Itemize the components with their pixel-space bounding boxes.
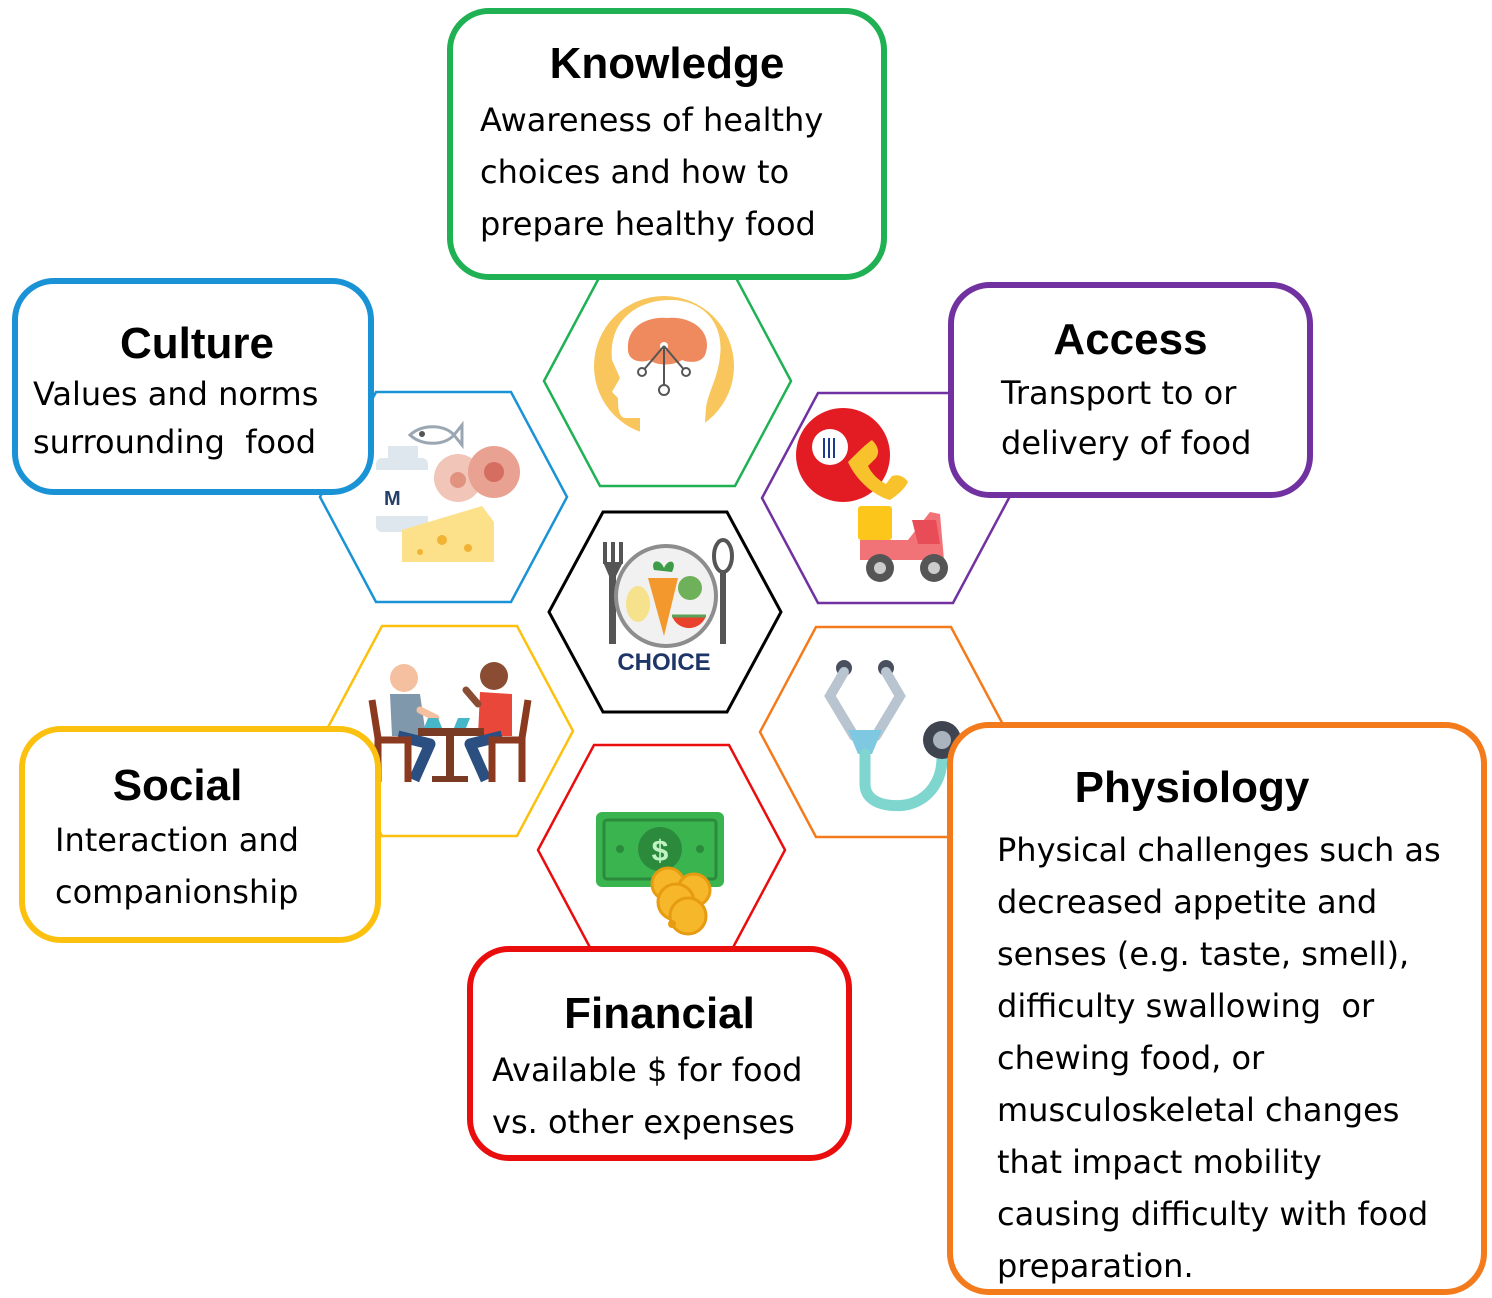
access-title: Access <box>1053 315 1208 364</box>
physiology-line: decreased appetite and <box>997 883 1378 922</box>
access-line: delivery of food <box>1001 424 1252 463</box>
access-box: Access Transport to or delivery of food <box>948 282 1313 498</box>
knowledge-line: prepare healthy food <box>480 205 816 244</box>
physiology-line: Physical challenges such as <box>997 831 1441 870</box>
physiology-title: Physiology <box>1074 763 1310 812</box>
svg-text:M: M <box>384 488 401 510</box>
culture-line: Values and norms <box>33 375 319 414</box>
social-box: Social Interaction and companionship <box>19 726 381 943</box>
phone-order-scooter-icon <box>796 408 948 582</box>
physiology-description: Physical challenges such as decreased ap… <box>953 824 1481 1292</box>
social-line: Interaction and <box>55 821 299 860</box>
financial-line: Available $ for food <box>492 1051 803 1090</box>
physiology-line: preparation. <box>997 1247 1194 1286</box>
social-description: Interaction and companionship <box>25 814 375 918</box>
culture-line: surrounding food <box>33 423 317 462</box>
culture-description: Values and norms surrounding food <box>18 370 368 466</box>
culture-box: Culture Values and norms surrounding foo… <box>12 278 374 495</box>
access-description: Transport to or delivery of food <box>954 368 1307 468</box>
physiology-line: causing difficulty with food <box>997 1195 1429 1234</box>
plate-with-food-icon: CHOICE <box>603 538 734 676</box>
financial-description: Available $ for food vs. other expenses <box>473 1044 846 1148</box>
people-at-table-icon <box>368 662 532 783</box>
stethoscope-icon <box>824 660 961 812</box>
knowledge-line: Awareness of healthy <box>480 101 824 140</box>
knowledge-title: Knowledge <box>549 39 785 88</box>
physiology-line: chewing food, or <box>997 1039 1265 1078</box>
physiology-line: senses (e.g. taste, smell), <box>997 935 1410 974</box>
svg-text:$: $ <box>652 835 669 868</box>
physiology-line: musculoskeletal changes <box>997 1091 1400 1130</box>
knowledge-description: Awareness of healthy choices and how to … <box>453 94 881 250</box>
physiology-box: Physiology Physical challenges such as d… <box>947 722 1487 1295</box>
knowledge-line: choices and how to <box>480 153 790 192</box>
brain-head-icon <box>594 296 734 436</box>
social-line: companionship <box>55 873 299 912</box>
milk-fish-cheese-icon: M <box>376 420 520 562</box>
access-line: Transport to or <box>1001 374 1237 413</box>
money-coins-icon: $ <box>596 812 724 936</box>
physiology-line: difficulty swallowing or <box>997 987 1375 1026</box>
financial-line: vs. other expenses <box>492 1103 795 1142</box>
financial-title: Financial <box>564 989 755 1038</box>
choice-label: CHOICE <box>617 649 710 676</box>
knowledge-box: Knowledge Awareness of healthy choices a… <box>447 8 887 280</box>
social-title: Social <box>112 761 243 810</box>
physiology-line: that impact mobility <box>997 1143 1322 1182</box>
financial-box: Financial Available $ for food vs. other… <box>467 946 852 1161</box>
culture-title: Culture <box>120 319 274 368</box>
